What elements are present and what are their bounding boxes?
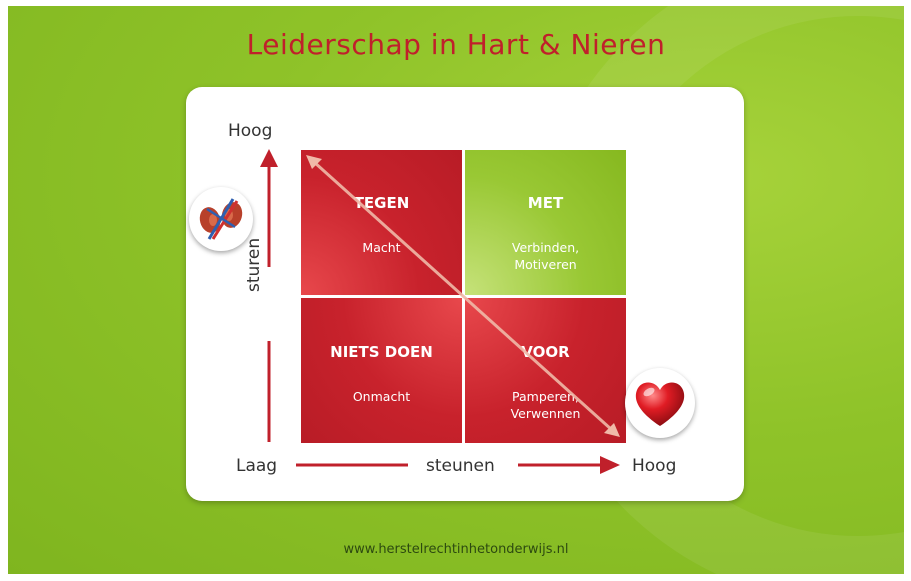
- quadrant-voor-line2: Verwennen: [510, 406, 581, 421]
- diagonal-arrowhead-top: [306, 155, 322, 169]
- quadrant-niets-doen-heading: NIETS DOEN: [330, 343, 433, 361]
- y-axis-arrowhead: [260, 149, 278, 167]
- quadrant-voor-line1: Pamperen,: [512, 389, 579, 404]
- x-axis-high-label: Hoog: [632, 456, 677, 476]
- y-axis-high-label: Hoog: [228, 121, 273, 141]
- quadrant-met: MET Verbinden, Motiveren: [465, 150, 626, 295]
- quadrant-met-line2: Motiveren: [514, 257, 577, 272]
- quadrant-niets-doen-line1: Onmacht: [352, 389, 411, 404]
- axis-arrows: [260, 149, 620, 474]
- quadrant-niets-doen: NIETS DOEN Onmacht: [301, 298, 462, 443]
- quadrant-tegen-heading: TEGEN: [353, 194, 410, 212]
- x-axis-low-label: Laag: [236, 456, 278, 476]
- diagram-card: Hoog sturen Laag steunen Hoog TEGEN Mach…: [186, 87, 744, 501]
- x-axis-title: steunen: [426, 456, 495, 476]
- diagonal-arrowhead-bottom: [604, 423, 620, 437]
- quadrant-met-heading: MET: [527, 194, 564, 212]
- kidneys-icon: [199, 198, 243, 240]
- heart-icon: [635, 382, 685, 426]
- diagonal-arrow: [306, 155, 620, 437]
- diagonal-arrow-line: [312, 160, 614, 432]
- quadrant-tegen-line1: Macht: [362, 240, 401, 255]
- slide-title: Leiderschap in Hart & Nieren: [246, 28, 666, 61]
- quadrant-met-line1: Verbinden,: [511, 240, 580, 255]
- quadrant-voor-heading: VOOR: [521, 343, 570, 361]
- heart-badge: [625, 368, 695, 438]
- kidneys-badge: [189, 187, 253, 251]
- slide-background: Leiderschap in Hart & Nieren Hoog sturen…: [8, 6, 904, 574]
- footer-url: www.herstelrechtinhetonderwijs.nl: [343, 542, 569, 557]
- x-axis-arrowhead: [600, 456, 620, 474]
